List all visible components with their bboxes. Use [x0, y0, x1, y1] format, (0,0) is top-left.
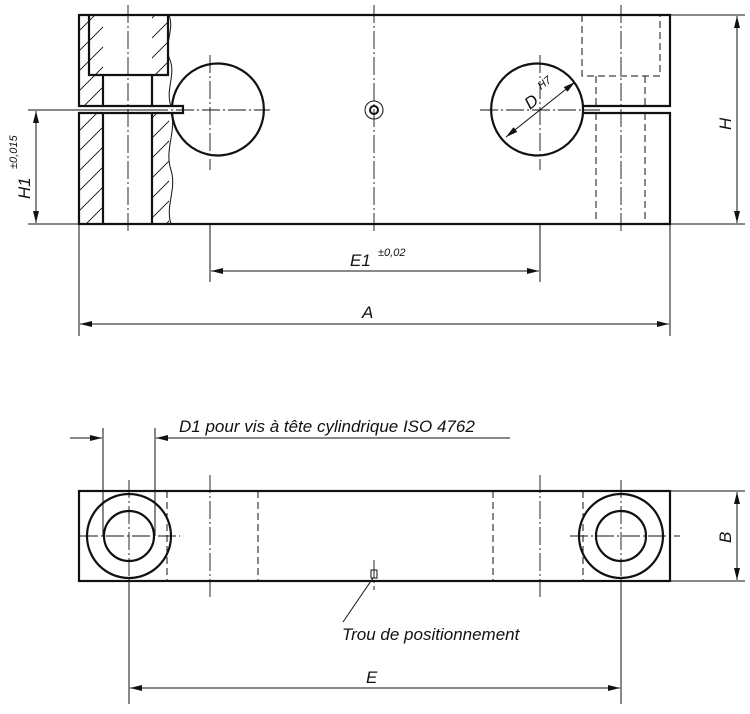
a-label: A	[361, 303, 373, 322]
positioning-hole-leader	[342, 577, 374, 623]
e1-label: E1	[350, 251, 371, 270]
positioning-hole-marker	[370, 569, 378, 579]
counterbore-section	[87, 15, 170, 77]
d-diameter-line	[505, 81, 576, 138]
front-view	[77, 5, 672, 232]
right-hidden-counterbore	[581, 15, 661, 77]
d1-note: D1 pour vis à tête cylindrique ISO 4762	[179, 417, 475, 436]
break-line	[167, 14, 174, 225]
d-fit: H7	[535, 74, 554, 93]
positioning-hole-note: Trou de positionnement	[342, 625, 521, 644]
top-view	[70, 428, 745, 704]
e-label: E	[366, 668, 378, 687]
front-view-dimensions	[28, 14, 745, 336]
h1-tolerance: ±0,015	[8, 135, 20, 169]
right-clamp-bore	[490, 62, 585, 157]
h1-label: H1	[15, 177, 34, 199]
h-label: H	[716, 117, 735, 130]
e1-tolerance: ±0,02	[378, 247, 405, 259]
b-label: B	[716, 532, 735, 543]
left-clamp-bore	[170, 62, 265, 157]
